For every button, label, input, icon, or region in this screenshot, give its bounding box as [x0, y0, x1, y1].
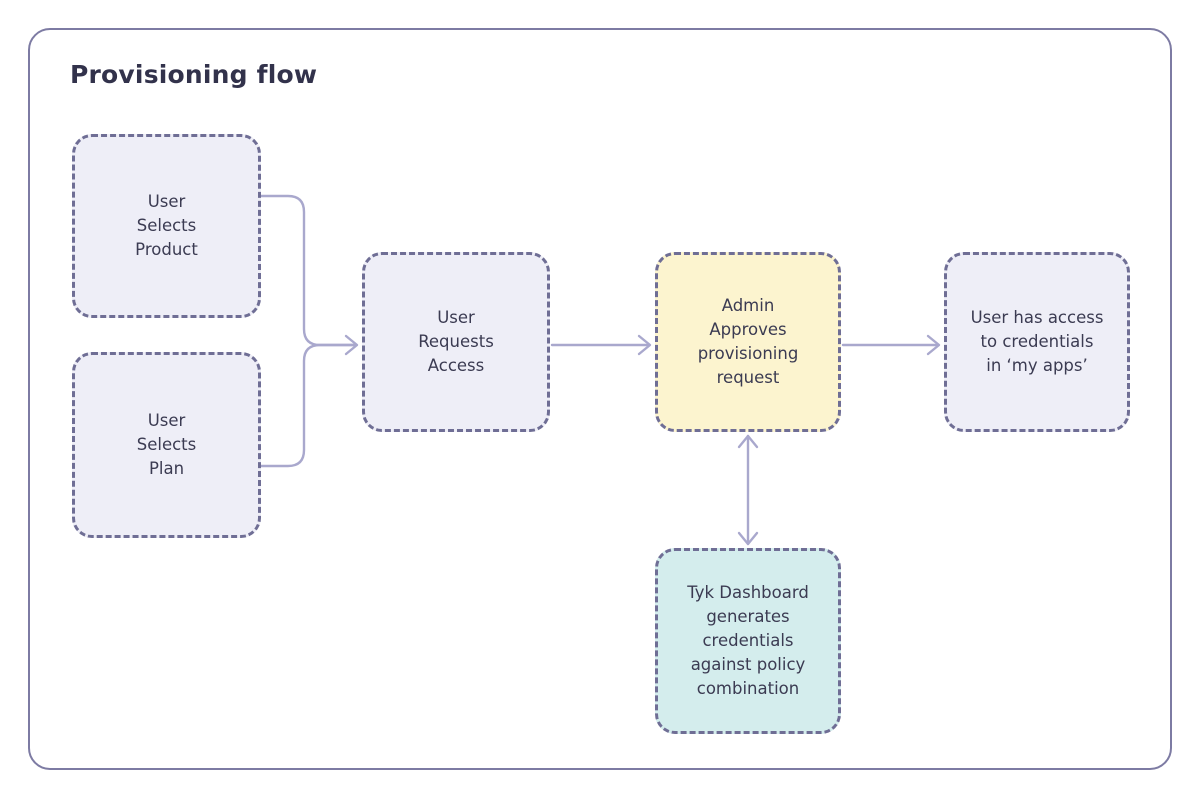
node-user-selects-product[interactable]: User Selects Product — [72, 134, 261, 318]
node-label: Tyk Dashboard generates credentials agai… — [687, 583, 809, 698]
page-title: Provisioning flow — [70, 60, 318, 89]
diagram-frame — [28, 28, 1172, 770]
node-user-requests-access[interactable]: User Requests Access — [362, 252, 550, 432]
node-label: User Selects Plan — [136, 411, 197, 478]
node-tyk-dashboard[interactable]: Tyk Dashboard generates credentials agai… — [655, 548, 841, 734]
node-label: User Selects Product — [135, 192, 198, 259]
node-label: User Requests Access — [418, 308, 494, 375]
node-label: User has access to credentials in ‘my ap… — [970, 308, 1104, 375]
node-label: Admin Approves provisioning request — [697, 296, 799, 387]
node-user-selects-plan[interactable]: User Selects Plan — [72, 352, 261, 538]
node-admin-approves[interactable]: Admin Approves provisioning request — [655, 252, 841, 432]
node-user-has-access[interactable]: User has access to credentials in ‘my ap… — [944, 252, 1130, 432]
